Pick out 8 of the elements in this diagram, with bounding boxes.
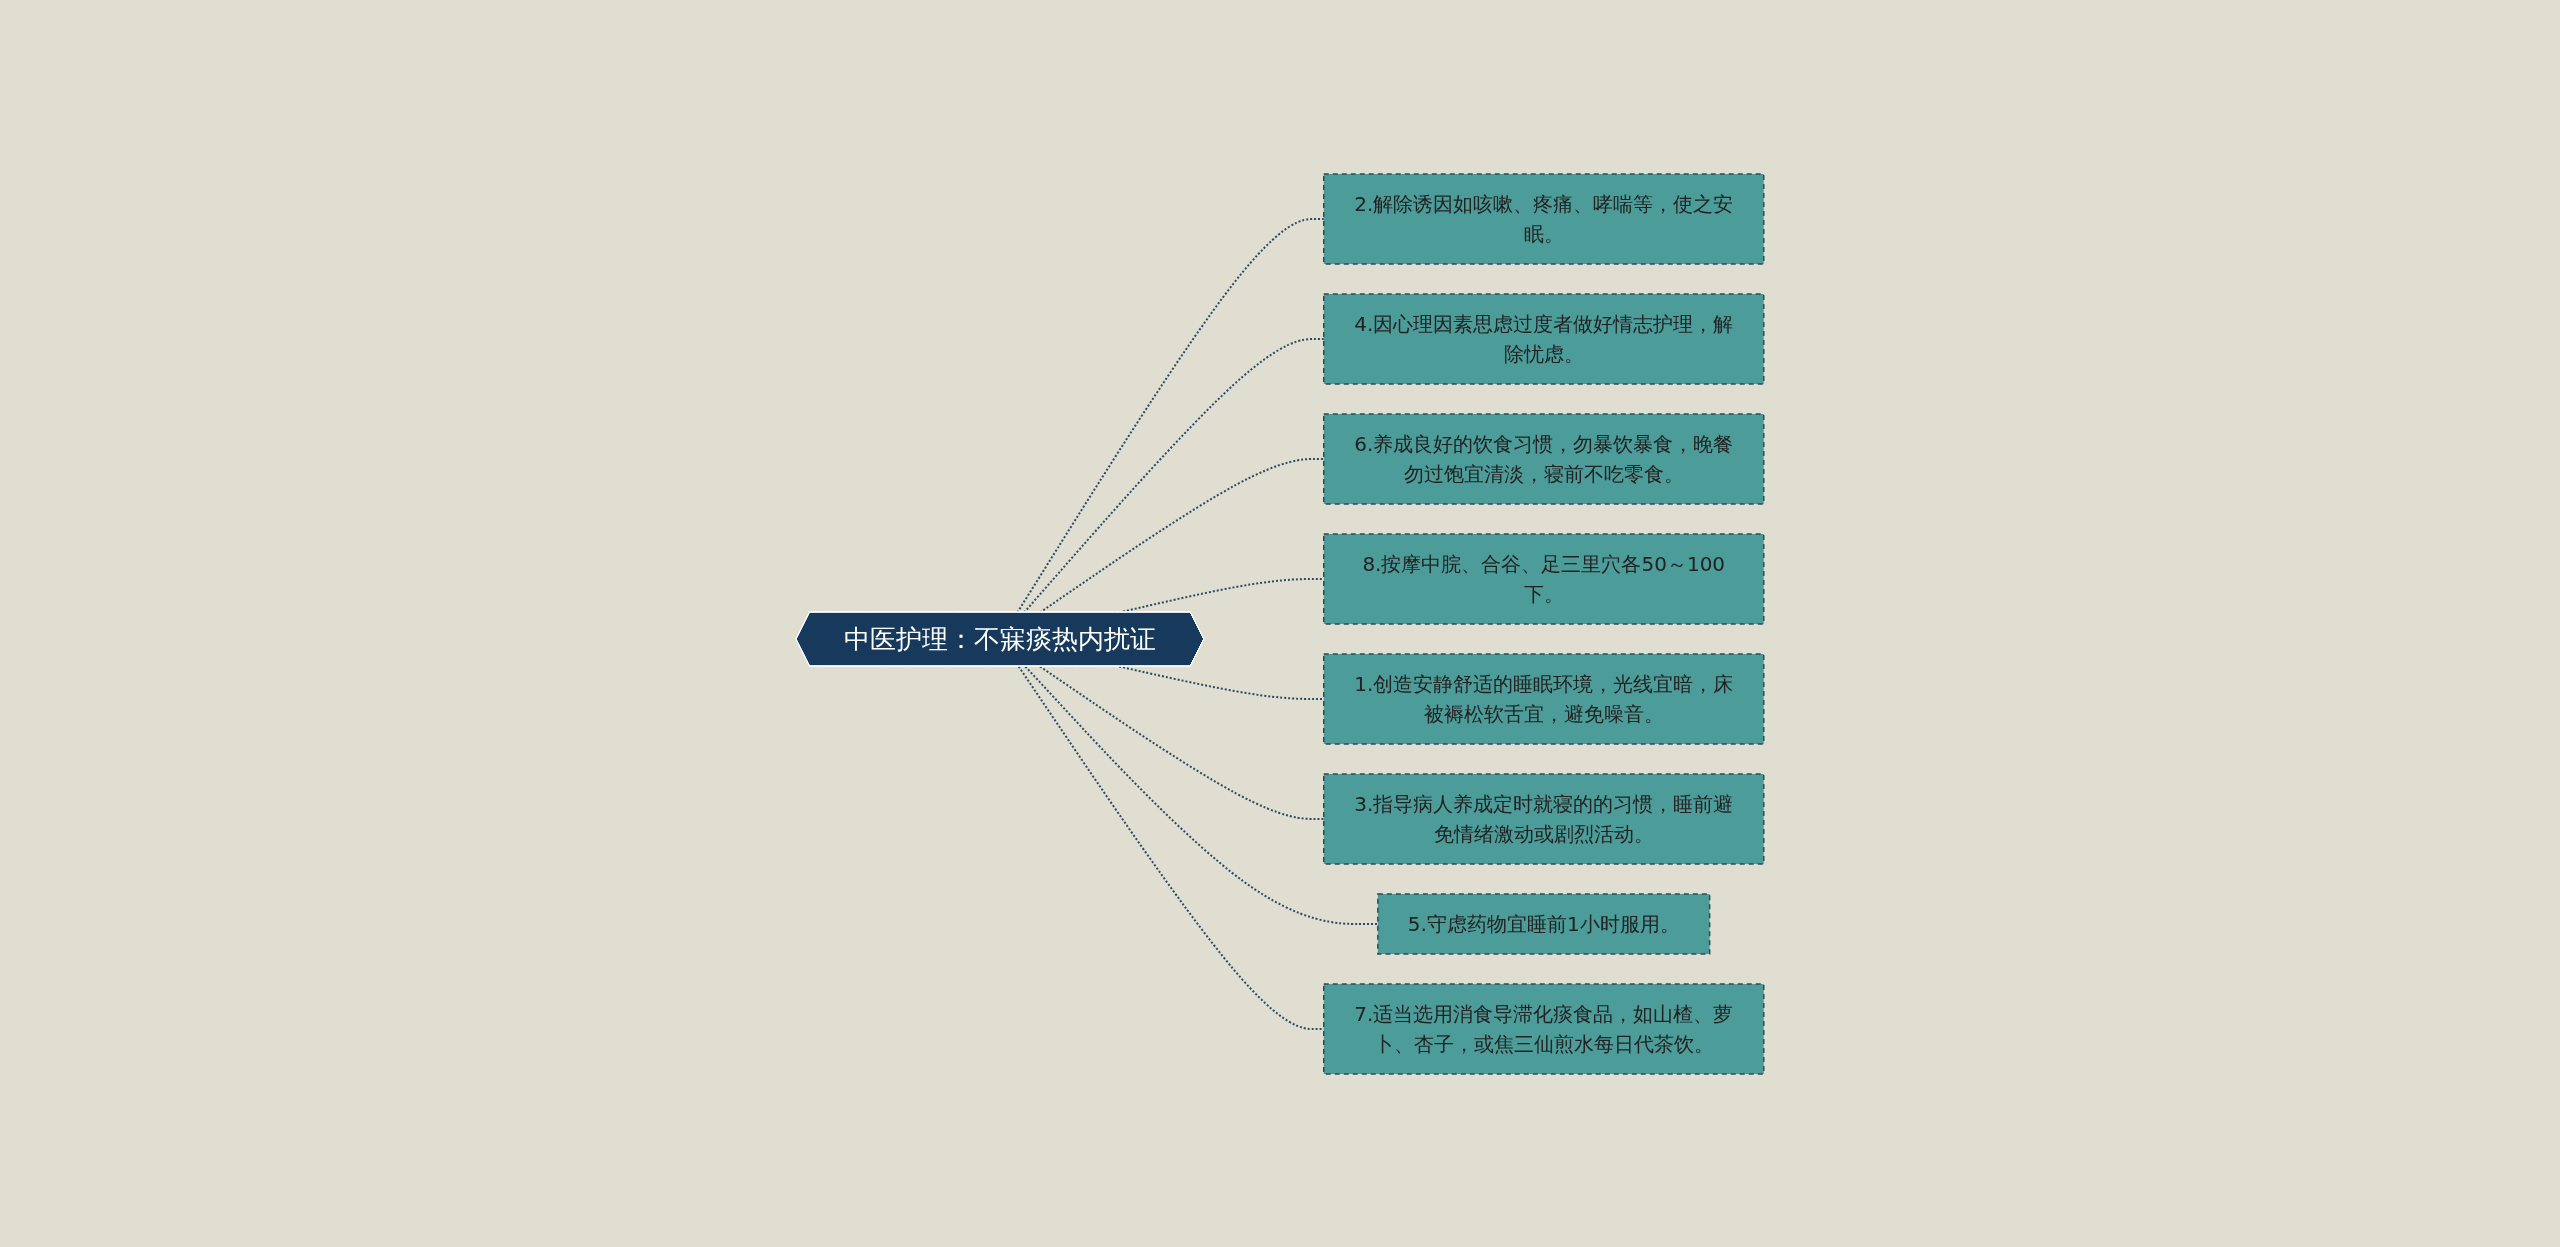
node-box: 4.因心理因素思虑过度者做好情志护理，解除忧虑。 — [1323, 292, 1765, 385]
node-box: 7.适当选用消食导滞化痰食品，如山楂、萝卜、杏子，或焦三仙煎水每日代茶饮。 — [1323, 982, 1765, 1075]
node-box: 8.按摩中脘、合谷、足三里穴各50～100下。 — [1323, 532, 1765, 625]
node-box: 6.养成良好的饮食习惯，勿暴饮暴食，晚餐勿过饱宜清淡，寝前不吃零食。 — [1323, 412, 1765, 505]
node-box: 5.守虑药物宜睡前1小时服用。 — [1377, 892, 1711, 955]
node-box: 3.指导病人养成定时就寝的的习惯，睡前避免情绪激动或剧烈活动。 — [1323, 772, 1765, 865]
node-box: 2.解除诱因如咳嗽、疼痛、哮喘等，使之安眠。 — [1323, 172, 1765, 265]
node-box: 1.创造安静舒适的睡眠环境，光线宜暗，床被褥松软舌宜，避免噪音。 — [1323, 652, 1765, 745]
